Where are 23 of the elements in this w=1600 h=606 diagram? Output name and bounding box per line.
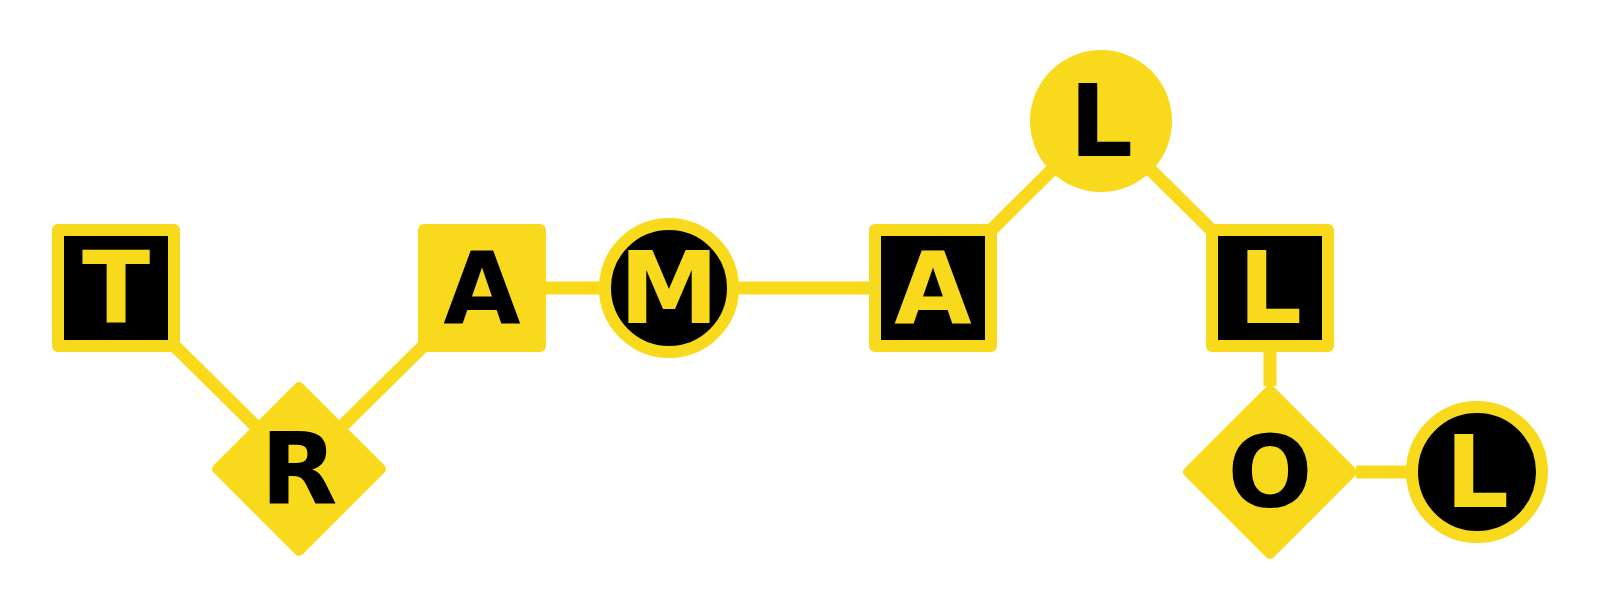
connector-line <box>170 341 261 431</box>
node-letter: O <box>1227 429 1313 515</box>
diamond-node <box>1183 385 1357 559</box>
node-letter: T <box>81 245 151 331</box>
square-node <box>869 224 997 352</box>
square-node <box>418 224 546 352</box>
node-letter: M <box>619 245 719 331</box>
node-letter: A <box>443 245 521 331</box>
connector-line <box>337 341 428 431</box>
square-node <box>1206 224 1334 352</box>
connector-line <box>738 281 870 295</box>
connector-line <box>1263 351 1277 386</box>
node-letter: A <box>894 245 972 331</box>
connector-line <box>987 165 1056 234</box>
square-node <box>52 224 180 352</box>
connector-line <box>1356 465 1407 479</box>
diamond-node <box>212 382 386 556</box>
node-letter: L <box>1445 429 1509 515</box>
node-letter: L <box>1069 78 1133 164</box>
connector-line <box>545 281 600 295</box>
node-letter: R <box>260 426 338 512</box>
connector-line <box>1146 165 1216 235</box>
node-letter: L <box>1238 245 1302 331</box>
